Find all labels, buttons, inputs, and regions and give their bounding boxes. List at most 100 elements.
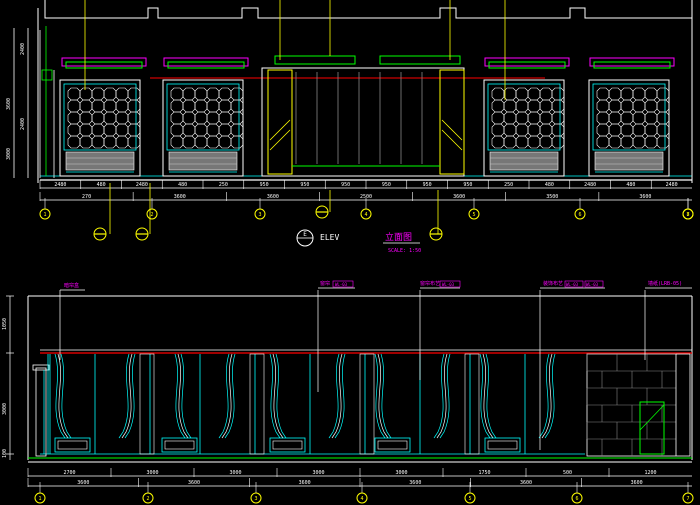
svg-text:1: 1 (38, 496, 41, 502)
window-sill-inner (377, 440, 408, 450)
dimension-text: 3600 (409, 480, 421, 486)
dimension-text: 950 (463, 182, 472, 188)
grid-bubble: 5 (464, 482, 476, 504)
svg-text:1: 1 (43, 212, 46, 218)
dimension-text: 3500 (546, 194, 558, 200)
dimension-text: 480 (626, 182, 635, 188)
dimension-text: 950 (260, 182, 269, 188)
annotation-label: 装饰布艺 (543, 280, 563, 287)
svg-text:6: 6 (575, 496, 578, 502)
lattice-panel (162, 79, 244, 177)
dimension-text: 3600 (639, 194, 651, 200)
svg-text:4: 4 (360, 496, 363, 502)
svg-text:5: 5 (468, 496, 471, 502)
curtain-drape (174, 353, 192, 439)
svg-text:4: 4 (364, 212, 367, 218)
window-sill-box (54, 437, 91, 453)
window-sill-box (269, 437, 306, 453)
pier-column (359, 353, 375, 455)
lattice-panels (59, 79, 670, 177)
grid-bubble: 3 (250, 482, 262, 504)
curtain-drape (118, 353, 136, 439)
dimension-text: 2480 (666, 182, 678, 188)
material-tag: WL-03 (586, 282, 599, 287)
dimension-text: 950 (300, 182, 309, 188)
svg-text:2: 2 (146, 496, 149, 502)
dimension-text: 480 (178, 182, 187, 188)
dimension-text: 2700 (63, 470, 75, 476)
grid-bubble: 6 (571, 482, 583, 504)
dimension-text: 3600 (299, 480, 311, 486)
annotation-label: 窗帘 (320, 280, 330, 287)
height-dim: 2400 (20, 118, 26, 130)
dimension-text: 1750 (478, 470, 490, 476)
curtain-bays (49, 353, 556, 455)
svg-text:3: 3 (258, 212, 261, 218)
window-sill-inner (164, 440, 195, 450)
height-dim: 100 (2, 449, 8, 458)
dimension-text: 2480 (136, 182, 148, 188)
svg-text:7: 7 (686, 212, 689, 218)
grid-bubble: 2 (142, 482, 154, 504)
dimension-text: 480 (97, 182, 106, 188)
dimension-text: 3000 (146, 470, 158, 476)
dimension-text: 2480 (584, 182, 596, 188)
dimension-text: 480 (545, 182, 554, 188)
dimension-text: 250 (219, 182, 228, 188)
grid-bubble: 4 (356, 482, 368, 504)
elevation-title: 立面图 (385, 231, 412, 243)
dimension-text: 950 (382, 182, 391, 188)
lattice-panel (483, 79, 565, 177)
grid-bubble: 1 (34, 482, 46, 504)
dimension-text: 3600 (267, 194, 279, 200)
material-tag: WL-03 (335, 282, 348, 287)
ref-sheet: E (303, 231, 307, 238)
grid-bubble: 3 (254, 198, 266, 220)
annotation-label: 墙纸(LRB-05) (648, 280, 682, 287)
dimension-text: 2500 (360, 194, 372, 200)
window-sill-box (374, 437, 411, 453)
curtain-drape (479, 353, 497, 439)
dimension-text: 3000 (395, 470, 407, 476)
dimension-text: 500 (563, 470, 572, 476)
lattice-panel (588, 79, 670, 177)
curtain-drape (374, 353, 392, 439)
grid-bubble: 7 (682, 482, 694, 504)
dimension-text: 3600 (174, 194, 186, 200)
grid-bubble: 1 (39, 198, 51, 220)
pier-column (249, 353, 265, 455)
window-sill-box (161, 437, 198, 453)
curtain-drape (218, 353, 236, 439)
dimension-text: 250 (504, 182, 513, 188)
curtain-drape (54, 353, 72, 439)
dimension-text: 3600 (631, 480, 643, 486)
pier-column (139, 353, 155, 455)
dimension-text: 270 (82, 194, 91, 200)
dimension-text: 3600 (77, 480, 89, 486)
stone-wall (586, 353, 691, 457)
elevation-scale: SCALE: 1:50 (388, 248, 421, 254)
height-dim: 3000 (6, 148, 12, 160)
curtain-drape (433, 353, 451, 439)
svg-text:8: 8 (686, 212, 689, 218)
elevation-subtitle: ELEV (320, 233, 339, 242)
svg-text:2: 2 (150, 212, 153, 218)
height-dim: 1050 (2, 318, 8, 330)
dimension-text: 950 (423, 182, 432, 188)
dimension-text: 3000 (312, 470, 324, 476)
dimension-text: 3000 (229, 470, 241, 476)
height-dim: 3000 (2, 403, 8, 415)
lattice-panel (59, 79, 141, 177)
svg-text:7: 7 (686, 496, 689, 502)
curtain-drape (538, 353, 556, 439)
material-tag: WL-03 (566, 282, 579, 287)
height-dim: 3600 (6, 98, 12, 110)
dimension-text: 3600 (520, 480, 532, 486)
height-dim: 2400 (20, 43, 26, 55)
pier-column (464, 353, 480, 455)
grid-bubble: 6 (574, 198, 586, 220)
window-sill-inner (487, 440, 518, 450)
dimension-text: 3600 (188, 480, 200, 486)
